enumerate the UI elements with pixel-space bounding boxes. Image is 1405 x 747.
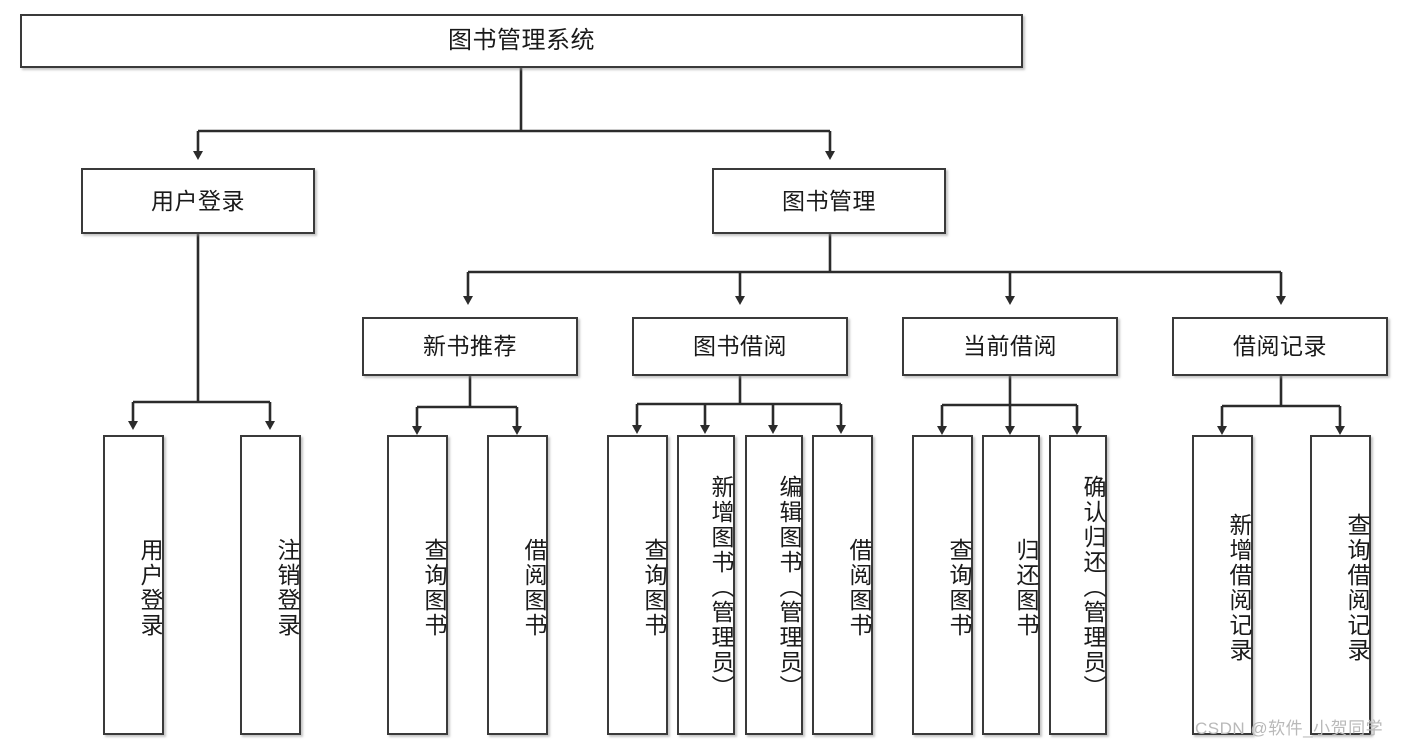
node-label: 借阅图书 (521, 538, 547, 638)
node-label: 当前借阅 (963, 333, 1057, 360)
node-label: 查询图书 (946, 538, 972, 638)
node-root-book-management-system[interactable]: 图书管理系统 (20, 14, 1023, 68)
node-label: 新增借阅记录 (1226, 513, 1252, 663)
node-label: 注销登录 (274, 538, 300, 638)
node-label: 归还图书 (1013, 538, 1039, 638)
node-new-book-recommend[interactable]: 新书推荐 (362, 317, 578, 376)
node-book-borrow[interactable]: 图书借阅 (632, 317, 848, 376)
node-label: 借阅记录 (1233, 333, 1327, 360)
leaf-borrow-record-add-record[interactable]: 新增借阅记录 (1192, 435, 1253, 735)
node-label: 借阅图书 (846, 538, 872, 638)
node-borrow-record[interactable]: 借阅记录 (1172, 317, 1388, 376)
leaf-current-borrow-return-book[interactable]: 归还图书 (982, 435, 1040, 735)
leaf-current-borrow-confirm-return-admin[interactable]: 确认归还（管理员） (1049, 435, 1107, 735)
leaf-current-borrow-query-book[interactable]: 查询图书 (912, 435, 973, 735)
leaf-book-borrow-query-book[interactable]: 查询图书 (607, 435, 668, 735)
node-label: 编辑图书（管理员） (776, 474, 802, 700)
leaf-book-borrow-borrow-book[interactable]: 借阅图书 (812, 435, 873, 735)
leaf-book-borrow-edit-book-admin[interactable]: 编辑图书（管理员） (745, 435, 803, 735)
node-label: 图书管理 (782, 187, 876, 214)
node-label: 查询图书 (641, 538, 667, 638)
node-user-login[interactable]: 用户登录 (81, 168, 315, 234)
leaf-user-login-logout[interactable]: 注销登录 (240, 435, 301, 735)
node-label: 新增图书（管理员） (708, 474, 734, 700)
leaf-new-book-query-book[interactable]: 查询图书 (387, 435, 448, 735)
leaf-book-borrow-add-book-admin[interactable]: 新增图书（管理员） (677, 435, 735, 735)
node-label: 查询借阅记录 (1344, 513, 1370, 663)
node-label: 用户登录 (137, 538, 163, 638)
node-book-management[interactable]: 图书管理 (712, 168, 946, 234)
node-label: 新书推荐 (423, 333, 517, 360)
leaf-new-book-borrow-book[interactable]: 借阅图书 (487, 435, 548, 735)
leaf-user-login-login[interactable]: 用户登录 (103, 435, 164, 735)
node-current-borrow[interactable]: 当前借阅 (902, 317, 1118, 376)
node-label: 用户登录 (151, 187, 245, 214)
node-label: 确认归还（管理员） (1080, 474, 1106, 700)
node-label: 图书管理系统 (448, 27, 595, 55)
leaf-borrow-record-query-record[interactable]: 查询借阅记录 (1310, 435, 1371, 735)
node-label: 图书借阅 (693, 333, 787, 360)
node-label: 查询图书 (421, 538, 447, 638)
watermark-text: CSDN @软件_小贺同学 (1195, 719, 1384, 738)
